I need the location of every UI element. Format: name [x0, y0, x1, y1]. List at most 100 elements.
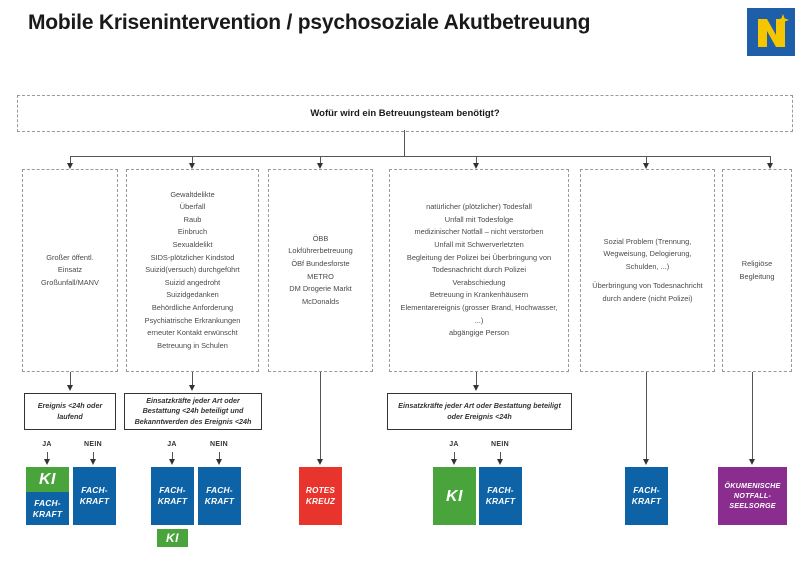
outcome-fachkraft-2: FACH-KRAFT	[73, 467, 116, 525]
connector-arrow-col6	[748, 459, 755, 465]
branch-arrow-3	[316, 163, 323, 169]
category-item: McDonalds	[302, 296, 339, 306]
category-box-sozial-problem: Sozial Problem (Trennung, Wegweisung, De…	[580, 169, 715, 372]
outcome-rotes-kreuz: ROTES KREUZ	[299, 467, 342, 525]
branch-vline-3	[320, 156, 321, 165]
category-item: METRO	[307, 271, 334, 281]
branch-vline-2	[192, 156, 193, 165]
decision-2-no-label: NEIN	[210, 441, 228, 448]
connector-vline-col3	[320, 372, 321, 461]
category-item: Unfall mit Todesfolge	[444, 214, 514, 224]
connector-vline-col4	[476, 372, 477, 387]
category-item: Suizid angedroht	[164, 277, 221, 287]
category-item: abgängige Person	[449, 328, 509, 338]
category-item: Überfall	[179, 202, 206, 212]
branch-arrow-5	[642, 163, 649, 169]
category-item: Einsatz	[57, 265, 83, 275]
decision-3-yes-label: JA	[449, 441, 459, 448]
connector-arrow-col3	[316, 459, 323, 465]
category-box-religioese-begleitung: Religiöse Begleitung	[722, 169, 792, 372]
yes-arrow-1	[43, 459, 50, 465]
category-box-gewaltdelikte: Gewaltdelikte Überfall Raub Einbruch Sex…	[126, 169, 259, 372]
outcome-ki-3: KI	[433, 467, 476, 525]
category-item: Einbruch	[177, 227, 208, 237]
category-item: ÖBB	[312, 233, 329, 243]
decision-text: Einsatzkräfte jeder Art oder Bestattung …	[134, 395, 252, 426]
branch-vline-5	[646, 156, 647, 165]
outcome-fachkraft-5: FACH-KRAFT	[479, 467, 522, 525]
yes-vline-3	[454, 452, 455, 461]
yes-vline-2	[172, 452, 173, 461]
connector-vline-col2	[192, 372, 193, 387]
category-item: Begleitung	[739, 271, 775, 281]
decision-3-no-label: NEIN	[491, 441, 509, 448]
decision-text: Ereignis <24h oder laufend	[37, 401, 103, 421]
decision-text: Einsatzkräfte jeder Art oder Bestattung …	[398, 401, 561, 421]
branch-vline-4	[476, 156, 477, 165]
no-arrow-1	[89, 459, 96, 465]
category-item: Behördliche Anforderung	[151, 302, 234, 312]
category-item: Sexualdelikt	[172, 240, 213, 250]
no-vline-1	[93, 452, 94, 461]
category-item: Raub	[183, 214, 202, 224]
category-box-partnerorganisationen: ÖBB Lokführerbetreuung ÖBf Bundesforste …	[268, 169, 373, 372]
no-vline-3	[500, 452, 501, 461]
category-item: Sozial Problem (Trennung, Wegweisung, De…	[603, 236, 692, 271]
decision-1-yes-label: JA	[42, 441, 52, 448]
branch-vline-1	[70, 156, 71, 165]
category-item: SIDS-plötzlicher Kindstod	[150, 252, 235, 262]
outcome-fachkraft-1: FACH-KRAFT	[26, 492, 69, 525]
connector-arrow-col5	[642, 459, 649, 465]
connector-vline-col6	[752, 372, 753, 461]
category-item: Suizid(versuch) durchgeführt	[145, 265, 240, 275]
decision-2-yes-label: JA	[167, 441, 177, 448]
no-vline-2	[219, 452, 220, 461]
yes-arrow-3	[450, 459, 457, 465]
category-item: Großer öffentl.	[46, 252, 94, 262]
outcome-oekumenische-notfallseelsorge: ÖKUMENISCHE NOTFALL-SEELSORGE	[718, 467, 787, 525]
trunk-vline	[404, 130, 405, 156]
category-item: natürlicher (plötzlicher) Todesfall	[426, 202, 532, 212]
category-item: Elementarereignis (grosser Brand, Hochwa…	[400, 302, 558, 325]
outcome-ki-2: KI	[157, 529, 188, 547]
root-question-text: Wofür wird ein Betreuungsteam benötigt?	[310, 108, 500, 119]
category-item: Begleitung der Polizei bei Überbringung …	[406, 252, 552, 275]
category-item: Psychiatrische Erkrankungen	[144, 315, 241, 325]
category-box-todesfall-notfall: natürlicher (plötzlicher) Todesfall Unfa…	[389, 169, 569, 372]
connector-arrow-col2	[188, 385, 195, 391]
category-item: Großunfall/MANV	[41, 277, 99, 287]
category-item: Betreuung in Schulen	[157, 340, 228, 350]
category-box-grosser-einsatz: Großer öffentl. Einsatz Großunfall/MANV	[22, 169, 118, 372]
decision-box-3: Einsatzkräfte jeder Art oder Bestattung …	[387, 393, 572, 430]
decision-1-no-label: NEIN	[84, 441, 102, 448]
category-item: Betreuung in Krankenhäusern	[429, 290, 529, 300]
no-arrow-2	[215, 459, 222, 465]
yes-arrow-2	[168, 459, 175, 465]
category-item: Suizidgedanken	[166, 290, 219, 300]
outcome-fachkraft-4: FACH-KRAFT	[198, 467, 241, 525]
category-item: Gewaltdelikte	[170, 189, 215, 199]
category-item: Verabschiedung	[452, 277, 506, 287]
connector-arrow-col4	[472, 385, 479, 391]
outcome-fachkraft-3: FACH-KRAFT	[151, 467, 194, 525]
connector-arrow-col1	[66, 385, 73, 391]
category-item: Unfall mit Schwerverletzten	[434, 240, 524, 250]
trunk-hline	[70, 156, 770, 157]
category-item: DM Drogerie Markt	[289, 284, 352, 294]
branch-arrow-4	[472, 163, 479, 169]
yes-vline-1	[47, 452, 48, 461]
branch-arrow-2	[188, 163, 195, 169]
category-item: erneuter Kontakt erwünscht	[147, 328, 238, 338]
connector-vline-col5	[646, 372, 647, 461]
category-item: medizinischer Notfall – nicht verstorben	[414, 227, 544, 237]
decision-box-1: Ereignis <24h oder laufend	[24, 393, 116, 430]
decision-box-2: Einsatzkräfte jeder Art oder Bestattung …	[124, 393, 262, 430]
branch-arrow-1	[66, 163, 73, 169]
category-item: Lokführerbetreuung	[288, 246, 353, 256]
connector-vline-col1	[70, 372, 71, 387]
category-item: Religiöse	[741, 258, 773, 268]
branch-vline-6	[770, 156, 771, 165]
category-item: Überbringung von Todesnachricht durch an…	[592, 281, 703, 303]
root-question-box: Wofür wird ein Betreuungsteam benötigt?	[17, 95, 793, 132]
